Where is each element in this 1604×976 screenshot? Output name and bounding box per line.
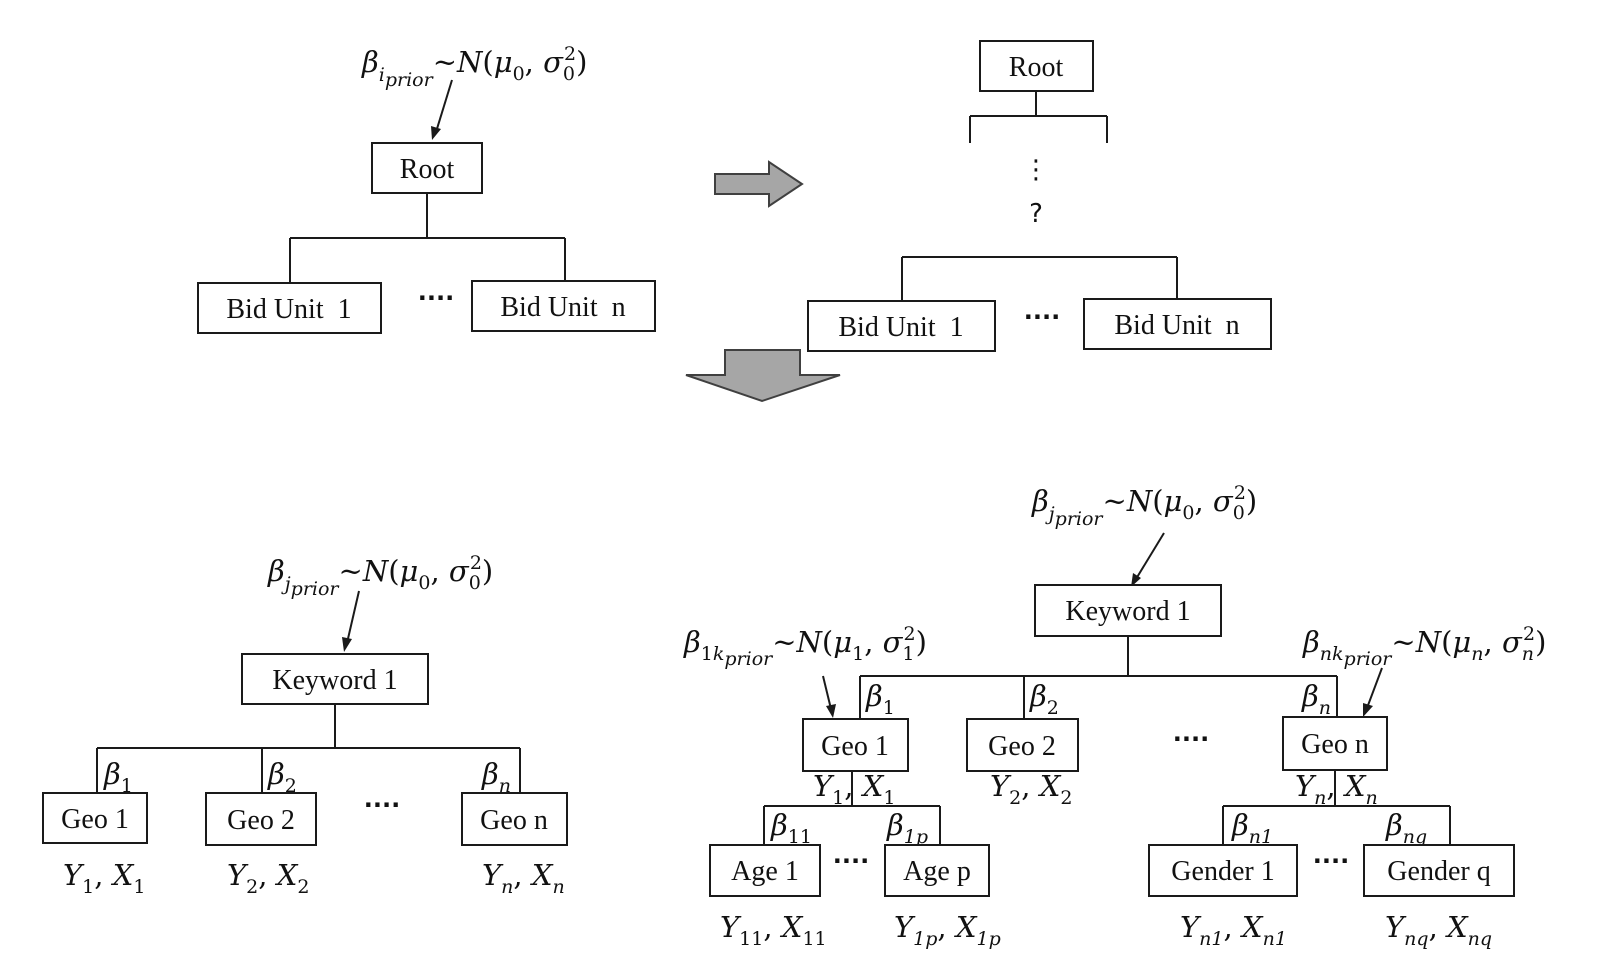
beta-2-edge-label: β2 bbox=[1029, 679, 1059, 719]
geo-1-label: Geo 1 bbox=[821, 731, 889, 762]
prior-arrow-line bbox=[822, 675, 832, 710]
geo-2-node bbox=[966, 718, 1079, 772]
geo-1-label: Geo 1 bbox=[61, 804, 129, 835]
right-arrow-icon bbox=[714, 160, 804, 208]
beta-11-edge-label: β11 bbox=[770, 808, 812, 848]
geo-n-node bbox=[461, 792, 568, 846]
age-p-node bbox=[884, 844, 990, 897]
root-node-label: Root bbox=[1009, 52, 1064, 83]
geo-n-data-label: Yn, Xn bbox=[1295, 769, 1378, 809]
panel-bottom-right-tree: βjprior~N(μ0, σ02) Keyword 1 β11kkprior~… bbox=[683, 482, 1546, 950]
gender-q-data-label: Ynq, Xnq bbox=[1385, 910, 1492, 950]
unknown-hierarchy-mark: ? bbox=[1029, 199, 1043, 229]
age-1-node bbox=[709, 844, 821, 897]
geo-2-data-label: Y2, X2 bbox=[227, 858, 309, 898]
geo-2-label: Geo 2 bbox=[988, 731, 1056, 762]
geo-1-prior-formula: β11kkprior~N(μ1, σ12) bbox=[683, 623, 927, 670]
ellipsis: ···· bbox=[364, 791, 400, 819]
keyword-prior-formula: βjprior~N(μ0, σ02) bbox=[267, 552, 493, 600]
geo-n-label: Geo n bbox=[1301, 729, 1369, 760]
prior-arrowhead-icon bbox=[1131, 573, 1141, 587]
geo-2-label: Geo 2 bbox=[227, 805, 295, 836]
age-p-label: Age p bbox=[903, 856, 971, 887]
ellipsis: ···· bbox=[1024, 303, 1060, 331]
ellipsis: ···· bbox=[1173, 725, 1209, 753]
gender-q-label: Gender q bbox=[1387, 856, 1490, 887]
geo-2-data-label: Y2, X2 bbox=[990, 769, 1072, 809]
beta-2-edge-label: β2 bbox=[267, 757, 297, 797]
beta-1-edge-label: β1 bbox=[103, 757, 133, 797]
geo-n-prior-formula: βnkprior~N(μn, σn2) bbox=[1302, 623, 1546, 670]
beta-1-edge-label: β1 bbox=[865, 679, 895, 719]
age-1-data-label: Y11, X11 bbox=[720, 910, 827, 950]
keyword-1-node bbox=[241, 653, 429, 705]
beta-nq-edge-label: βnq bbox=[1385, 808, 1427, 848]
beta-n-edge-label: βn bbox=[1301, 679, 1331, 719]
prior-arrowhead-icon bbox=[1363, 703, 1373, 717]
bid-unit-n-node bbox=[1083, 298, 1272, 350]
bid-unit-n-label: Bid Unit n bbox=[1114, 310, 1239, 341]
bid-unit-n-node bbox=[471, 280, 656, 332]
geo-2-node bbox=[205, 792, 317, 846]
geo-n-label: Geo n bbox=[480, 805, 548, 836]
beta-n1-edge-label: βn1 bbox=[1231, 808, 1273, 848]
beta-n-edge-label: βn bbox=[481, 757, 511, 797]
bid-unit-n-label: Bid Unit n bbox=[500, 292, 625, 323]
prior-arrow-line bbox=[1135, 532, 1165, 580]
ellipsis: ···· bbox=[1313, 847, 1349, 875]
keyword-1-label: Keyword 1 bbox=[1065, 596, 1190, 627]
beta-1p-edge-label: β1p bbox=[886, 808, 928, 848]
prior-arrow-line bbox=[435, 79, 453, 133]
panel-top-right-tree: Root ⋮ ? Bid Unit 1 ···· Bid Unit n bbox=[807, 40, 1272, 352]
prior-arrowhead-icon bbox=[826, 704, 836, 718]
gender-1-node bbox=[1148, 844, 1298, 897]
panel-top-left-tree: βiprior~N(μ0, σ02) Root Bid Unit 1 ···· … bbox=[197, 43, 656, 334]
root-prior-formula: βiprior~N(μ0, σ02) bbox=[361, 43, 587, 91]
gender-1-data-label: Yn1, Xn1 bbox=[1180, 910, 1287, 950]
root-node bbox=[979, 40, 1094, 92]
bid-unit-1-node bbox=[197, 282, 382, 334]
age-p-data-label: Y1p, X1p bbox=[894, 910, 1001, 950]
panel-bottom-left-tree: βjprior~N(μ0, σ02) Keyword 1 β1 β2 βn Ge… bbox=[42, 552, 568, 898]
geo-1-node bbox=[802, 718, 909, 772]
geo-1-data-label: Y1, X1 bbox=[813, 769, 895, 809]
geo-1-node bbox=[42, 792, 148, 844]
bid-unit-1-label: Bid Unit 1 bbox=[226, 294, 351, 325]
down-arrow-icon bbox=[685, 349, 841, 403]
geo-1-data-label: Y1, X1 bbox=[63, 858, 145, 898]
root-node bbox=[371, 142, 483, 194]
prior-arrowhead-icon bbox=[431, 126, 441, 140]
prior-arrow-line bbox=[1366, 667, 1383, 709]
ellipsis: ···· bbox=[418, 284, 454, 312]
ellipsis: ···· bbox=[833, 847, 869, 875]
vertical-ellipsis: ⋮ bbox=[1023, 155, 1049, 185]
bid-unit-1-label: Bid Unit 1 bbox=[838, 312, 963, 343]
geo-n-node bbox=[1282, 716, 1388, 771]
bid-unit-1-node bbox=[807, 300, 996, 352]
age-1-label: Age 1 bbox=[731, 856, 799, 887]
prior-arrowhead-icon bbox=[342, 637, 352, 652]
gender-1-label: Gender 1 bbox=[1171, 856, 1274, 887]
geo-n-data-label: Yn, Xn bbox=[482, 858, 565, 898]
root-node-label: Root bbox=[400, 154, 455, 185]
keyword-1-label: Keyword 1 bbox=[272, 665, 397, 696]
keyword-prior-formula: βjprior~N(μ0, σ02) bbox=[1031, 482, 1257, 530]
gender-q-node bbox=[1363, 844, 1515, 897]
prior-arrow-line bbox=[346, 590, 360, 644]
